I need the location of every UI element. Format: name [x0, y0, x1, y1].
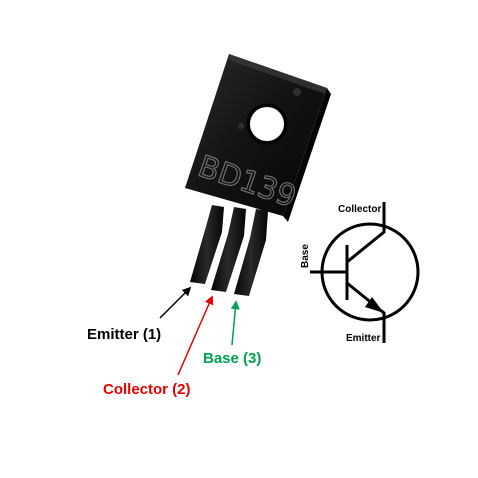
npn-transistor-symbol [310, 202, 420, 343]
label-emitter: Emitter (1) [87, 326, 161, 343]
symbol-emitter-arrow [365, 297, 384, 313]
label-collector: Collector (2) [103, 381, 191, 398]
transistor-body-edge [283, 88, 331, 222]
collector-arrow [177, 295, 214, 376]
symbol-label-collector: Collector [338, 204, 381, 215]
mounting-hole-rim [246, 103, 288, 145]
symbol-label-base: Base [300, 244, 311, 268]
mounting-hole [250, 107, 284, 141]
lead-emitter [190, 205, 224, 284]
transistor-leads [190, 205, 268, 296]
emitter-arrow [159, 286, 192, 319]
symbol-collector-lead [346, 202, 386, 264]
label-base: Base (3) [203, 350, 261, 367]
lead-collector [211, 207, 246, 292]
transistor-body-highlight [229, 54, 327, 94]
base-arrow [230, 300, 240, 346]
surface-dot [238, 123, 244, 129]
lead-base [234, 209, 268, 296]
surface-dot [293, 88, 301, 96]
symbol-label-emitter: Emitter [346, 333, 381, 344]
